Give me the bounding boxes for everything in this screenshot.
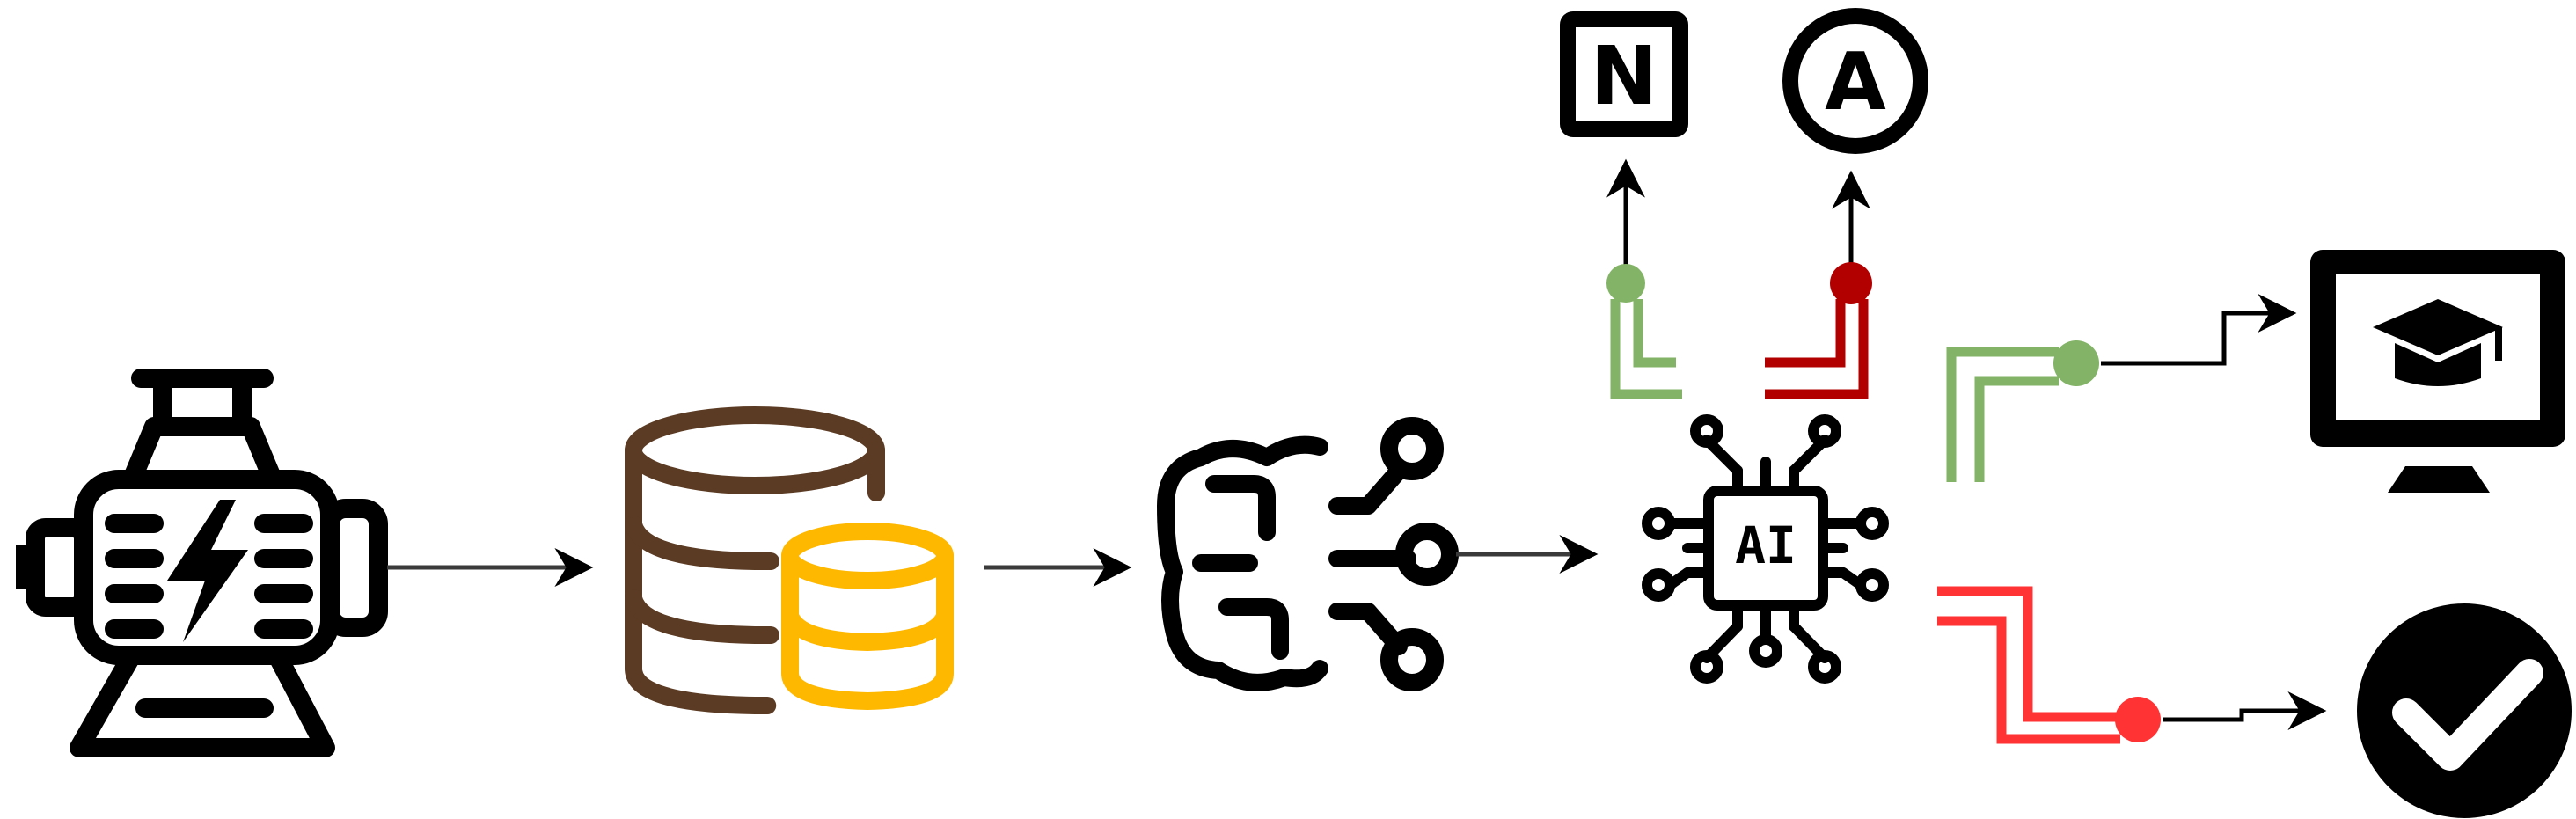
normal-label-text: N — [1591, 29, 1658, 123]
anomaly-label-circle — [1782, 8, 1928, 154]
ai-chip-label: AI — [1735, 516, 1797, 575]
database-icon — [625, 406, 954, 714]
ai-chip-icon — [1642, 414, 1889, 684]
checkmark-circle-icon — [2357, 603, 2572, 818]
red-connector-to-check — [1937, 586, 2327, 744]
monitor-graduation-cap-icon — [2310, 250, 2565, 493]
anomaly-label-text: A — [1825, 36, 1886, 128]
red-connector-to-anomaly — [1765, 170, 1872, 399]
neural-brain-icon — [1157, 417, 1459, 691]
normal-label-box — [1560, 11, 1688, 137]
lightning-bolt-icon — [167, 500, 248, 642]
green-connector-to-monitor — [1946, 294, 2297, 482]
electric-motor-icon — [16, 369, 388, 757]
green-connector-to-normal — [1606, 158, 1682, 399]
